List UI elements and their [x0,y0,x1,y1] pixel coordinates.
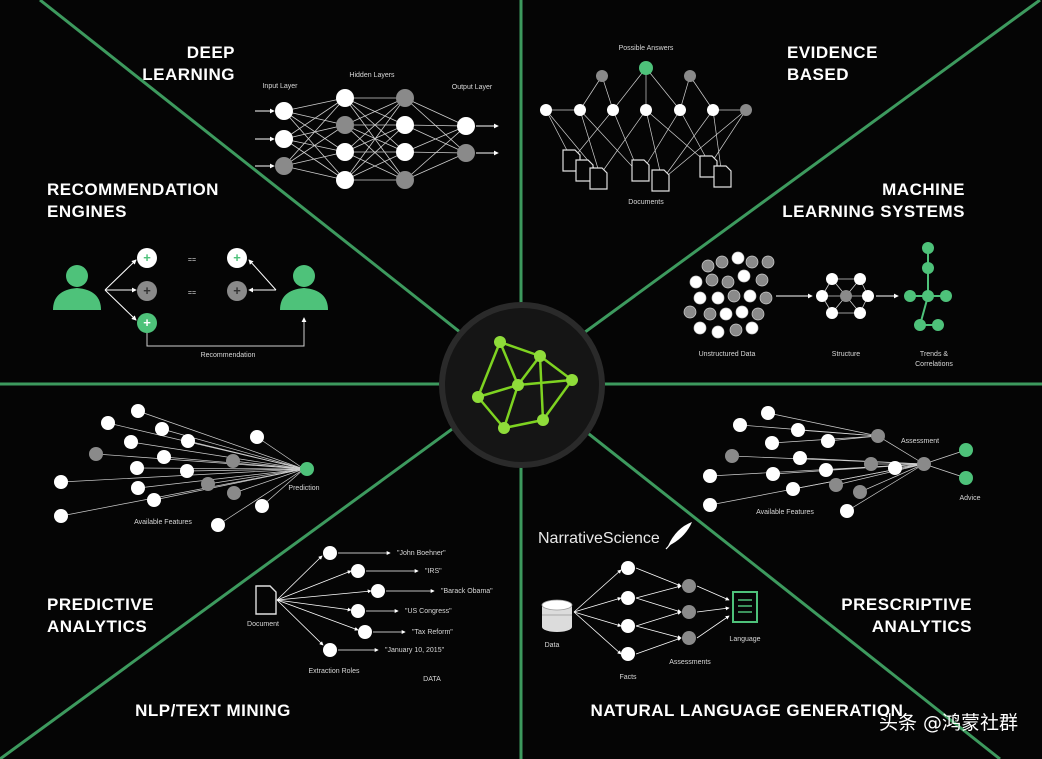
document-icon [562,149,732,192]
document-icon [255,585,277,615]
deep-learning-title-2: LEARNING [142,65,235,84]
user-icon [53,265,101,310]
recommendation-caption: Recommendation [201,352,256,359]
language-label: Language [729,636,760,643]
entity-4: "Tax Reform" [412,629,453,636]
rec-arrows [104,259,307,347]
facts-label: Facts [619,674,637,681]
nlp-title: NLP/TEXT MINING [135,701,291,720]
nlp-arrows [276,551,435,652]
nlp-nodes [323,546,385,657]
evidence-nodes [540,61,752,116]
section-predictive: PREDICTIVE ANALYTICS Prediction Availabl… [47,404,320,636]
nn-nodes [275,89,475,189]
nlg-nodes [621,561,696,661]
svg-text:+: + [233,250,241,265]
evidence-title-1: EVIDENCE [787,43,878,62]
entity-3: "US Congress" [405,608,452,615]
documents-label: Documents [628,199,664,206]
section-machine-learning: MACHINE LEARNING SYSTEMS [683,180,965,368]
svg-text:+: + [143,283,151,298]
prescriptive-features-label: Available Features [756,509,814,516]
nlg-arrows [573,567,730,655]
nlg-title: NATURAL LANGUAGE GENERATION [591,701,904,720]
predictive-title-1: PREDICTIVE [47,595,154,614]
structure-graph [816,273,874,319]
language-document-icon [732,591,758,623]
ml-title-1: MACHINE [882,180,965,199]
recommendation-title-2: ENGINES [47,202,127,221]
prediction-label: Prediction [288,485,319,492]
svg-text:+: + [233,283,241,298]
advice-label: Advice [959,495,980,502]
equals-sign: == [188,257,196,264]
user-icon [280,265,328,310]
unstructured-data-label: Unstructured Data [699,351,756,358]
deep-learning-title-1: DEEP [187,43,235,62]
section-deep-learning: DEEP LEARNING Input Layer Hidden Layers … [142,43,499,189]
possible-answers-label: Possible Answers [619,45,674,52]
data-label: DATA [423,676,441,683]
prescriptive-nodes [703,406,973,518]
section-prescriptive: PRESCRIPTIVE ANALYTICS Assessment Advice… [703,406,981,636]
entity-2: "Barack Obama" [441,588,493,595]
nn-input-arrows [255,108,499,169]
watermark: 头条 @鸿蒙社群 [879,712,1018,734]
section-recommendation: RECOMMENDATION ENGINES + + + + + == == R… [47,180,328,359]
rec-nodes: + + + + + [137,248,247,333]
entity-0: "John Boehner" [397,550,446,557]
svg-text:+: + [143,250,151,265]
network-icon [476,340,574,430]
prescriptive-title-2: ANALYTICS [872,617,972,636]
assessment-label: Assessment [901,438,939,445]
trends-label-2: Correlations [915,361,953,368]
document-label: Document [247,621,279,628]
assessments-label: Assessments [669,659,711,666]
nlg-data-label: Data [545,642,560,649]
evidence-title-2: BASED [787,65,849,84]
quill-icon [665,522,692,550]
section-nlg: NATURAL LANGUAGE GENERATION NarrativeSci… [538,522,903,720]
network-nodes [472,336,578,434]
predictive-nodes [54,404,314,532]
prescriptive-title-1: PRESCRIPTIVE [841,595,972,614]
database-icon [541,599,573,632]
extraction-roles-label: Extraction Roles [309,668,360,675]
entity-5: "January 10, 2015" [385,647,445,654]
trends-graph [904,242,952,331]
entity-1: "IRS" [425,568,442,575]
section-nlp: NLP/TEXT MINING "John Boehner" "IRS" "Ba… [135,546,493,720]
hidden-layers-label: Hidden Layers [349,72,395,79]
equals-sign: == [188,290,196,297]
nn-connections [283,97,467,181]
center-hub [439,302,605,468]
trends-label-1: Trends & [920,351,948,358]
structure-label: Structure [832,351,861,358]
recommendation-title-1: RECOMMENDATION [47,180,219,199]
ml-title-2: LEARNING SYSTEMS [782,202,965,221]
input-layer-label: Input Layer [262,83,298,90]
output-layer-label: Output Layer [452,84,493,91]
unstructured-cluster [683,251,775,339]
section-evidence-based: EVIDENCE BASED Possible Answers Document… [540,43,878,206]
predictive-title-2: ANALYTICS [47,617,147,636]
svg-text:+: + [143,315,151,330]
narrative-science-logo: NarrativeScience [538,530,660,547]
predictive-features-label: Available Features [134,519,192,526]
